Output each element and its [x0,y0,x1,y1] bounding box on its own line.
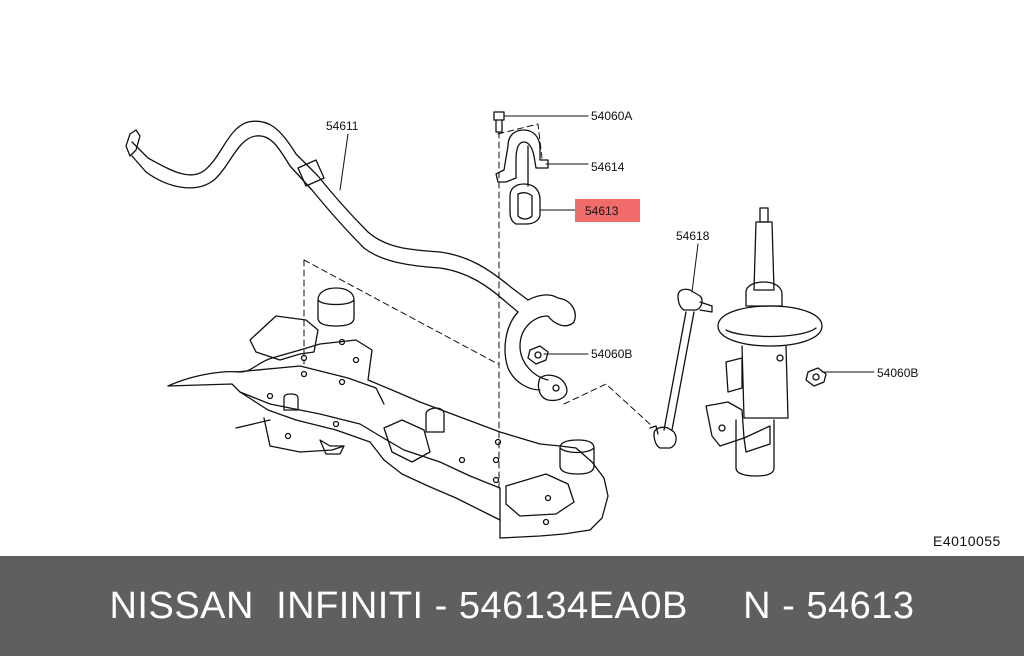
bolt-54060a [493,111,505,133]
callout-54611: 54611 [326,119,359,133]
leader-lines [339,115,875,373]
clamp-54614 [495,129,549,187]
stabilizer-link-54618 [649,288,713,449]
footer-banner: NISSAN INFINITI - 546134EA0B N - 54613 [0,556,1024,656]
callout-54060a: 54060A [591,109,632,123]
nut-54060b-left [527,345,549,365]
callout-54613: 54613 [585,204,619,218]
strut-assembly [705,207,823,477]
bushing-54613 [509,183,541,225]
subframe [167,287,609,539]
figure-code: E4010055 [933,533,1001,549]
stabilizer-bar [125,120,576,402]
callout-54060b-right: 54060B [877,366,918,380]
assembly-guide-lines [303,123,653,491]
highlight-box [575,199,640,222]
footer-part-numbers: NISSAN INFINITI - 546134EA0B N - 54613 [109,584,915,627]
callout-54060b-left: 54060B [591,347,632,361]
callout-54614: 54614 [591,160,625,174]
nut-54060b-right [805,367,827,387]
parts-diagram: 54611 54060A 54614 54613 54618 54060B 54… [125,109,1001,549]
callout-54618: 54618 [676,229,710,243]
